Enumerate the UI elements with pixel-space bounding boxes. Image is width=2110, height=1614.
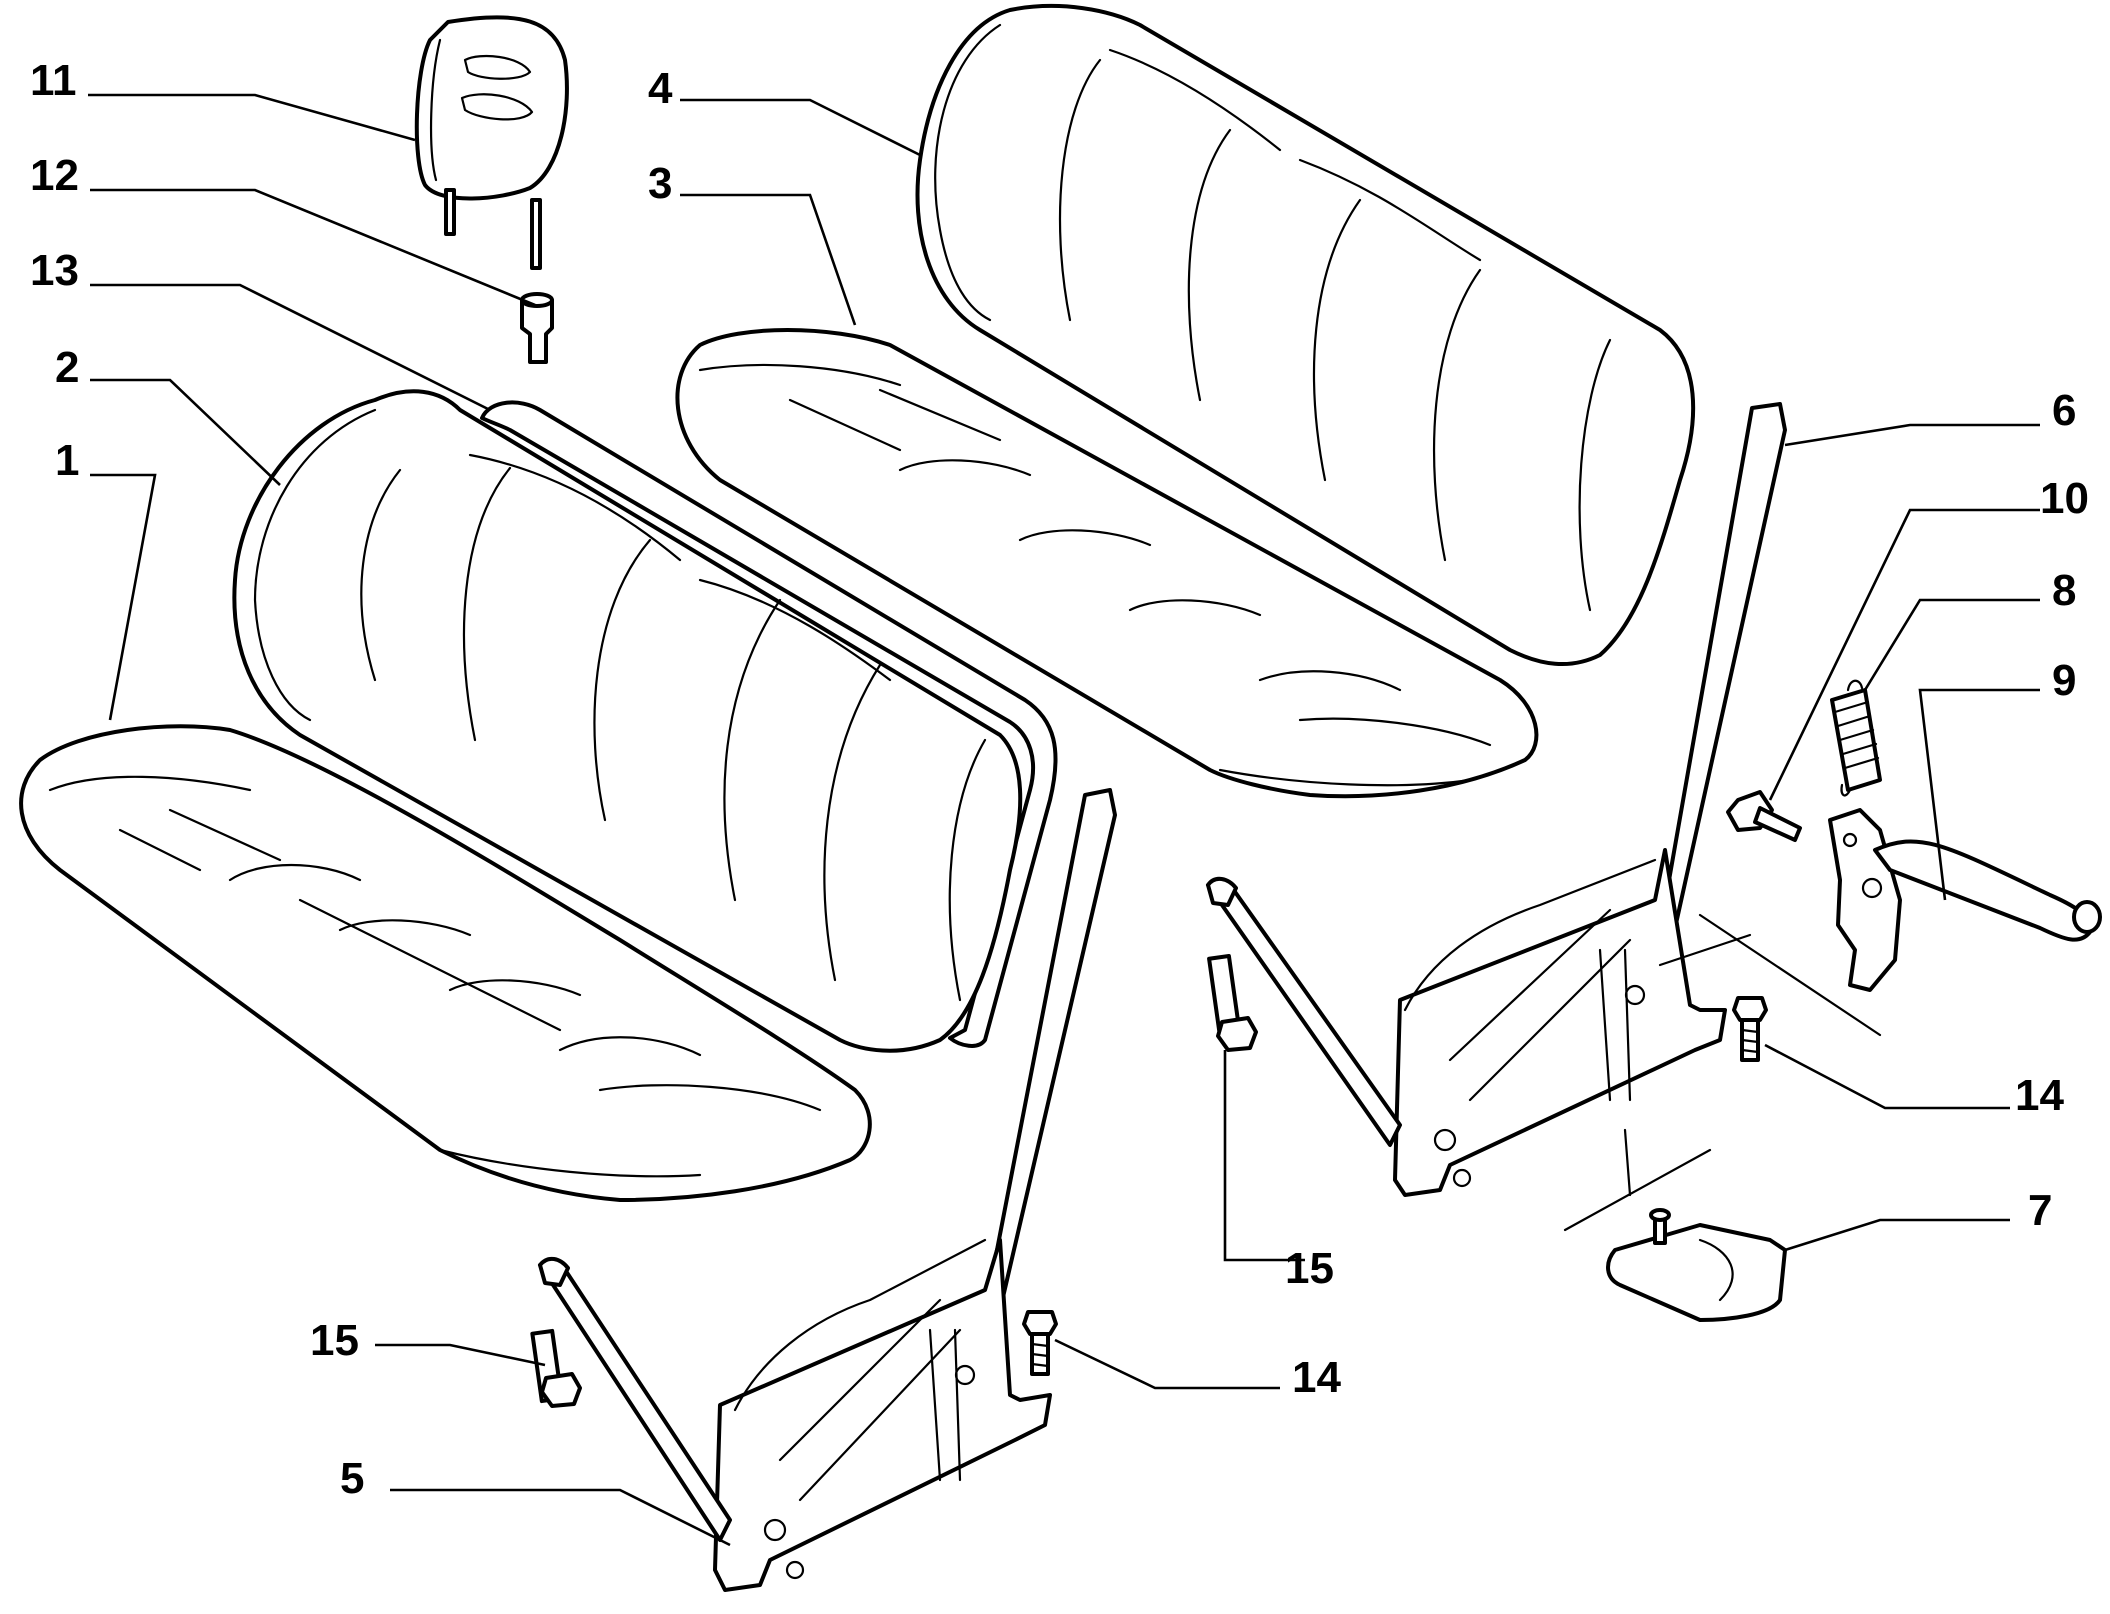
bolt-14-rear [1732,996,1768,1062]
callout-6: 6 [2052,386,2076,435]
callout-12: 12 [30,151,79,200]
bolt-15-rear [1207,953,1258,1052]
backrest-trim [480,400,1058,1048]
callout-3: 3 [648,159,672,208]
release-lever [1828,808,2102,992]
spring [1830,679,1882,797]
callout-8: 8 [2052,566,2076,615]
callout-14-front: 14 [1292,1353,1341,1402]
callout-labels: 11 12 13 2 1 4 3 6 10 8 9 14 15 7 15 14 … [30,56,2089,1503]
bolt-14-front [1022,1310,1058,1376]
callout-5: 5 [340,1454,364,1503]
callout-9: 9 [2052,656,2076,705]
callout-14-rear: 14 [2015,1071,2064,1120]
headrest [414,15,569,270]
seat-cushion-front [19,724,872,1202]
callout-10: 10 [2040,474,2089,523]
callout-2: 2 [55,343,79,392]
callout-11: 11 [30,56,77,105]
leader-lines [88,93,2040,1547]
bolt-10 [1726,790,1802,842]
callout-15-front: 15 [310,1316,359,1365]
callout-4: 4 [648,64,673,113]
seat-cushion-rear [675,328,1539,799]
callout-1: 1 [55,436,79,485]
backrest-rear [915,4,1696,667]
floor-bracket [1606,1208,1787,1322]
bolt-15-front [530,1328,582,1408]
seat-frame-front [538,788,1117,1592]
callout-13: 13 [30,246,79,295]
callout-7: 7 [2028,1186,2052,1235]
callout-15-rear: 15 [1285,1244,1334,1293]
headrest-guide [520,292,554,364]
backrest-front [232,389,1023,1053]
seat-frame-rear [1206,402,1882,1232]
